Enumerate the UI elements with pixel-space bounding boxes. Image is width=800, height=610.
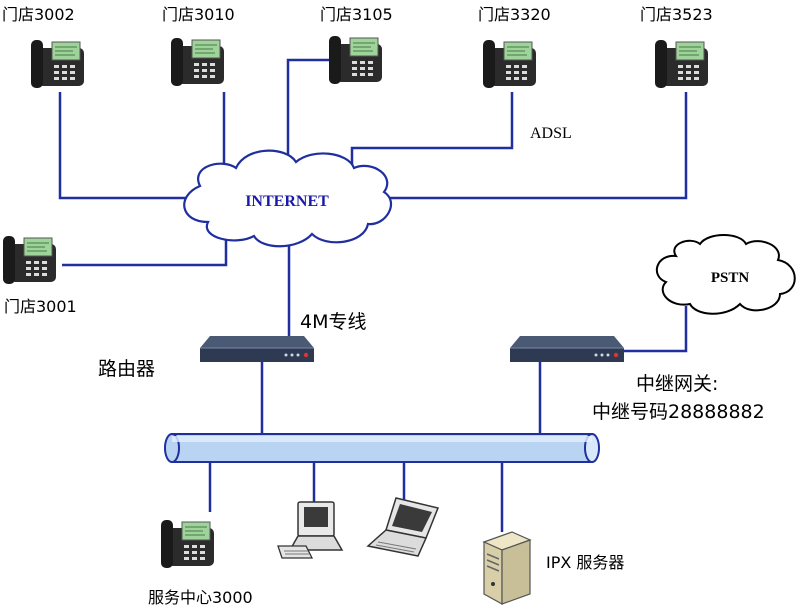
pstn-cloud: PSTN [655,234,796,315]
adsl-label: ADSL [530,125,572,142]
store-3320-label: 门店3320 [478,5,551,24]
store-3105-label: 门店3105 [320,5,393,24]
trunk-gateway-device [509,335,625,363]
router-device [199,335,315,363]
service-center-label: 服务中心3000 [148,588,253,607]
desktop-computer-icon [277,501,344,559]
store-3002-label: 门店3002 [2,5,75,24]
router-label: 路由器 [98,358,155,380]
ipx-server-label: IPX 服务器 [546,553,624,572]
trunk-number-label: 中继号码28888882 [592,401,765,423]
phone-icon [160,519,215,569]
leased-line-label: 4M专线 [300,311,366,333]
store-3001-label: 门店3001 [4,297,77,316]
store-3010-label: 门店3010 [162,5,235,24]
laptop-icon [366,497,440,557]
lan-bus [164,433,600,463]
phone-icon [654,39,709,89]
network-links [58,58,688,532]
phone-icon [30,39,85,89]
phone-icon [170,37,225,87]
internet-cloud: INTERNET [183,149,393,248]
phone-icon [2,235,57,285]
server-icon [482,531,532,606]
internet-label: INTERNET [245,193,329,210]
store-3523-label: 门店3523 [640,5,713,24]
phone-icon [482,39,537,89]
pstn-label: PSTN [711,270,750,286]
phone-icon [328,35,383,85]
gateway-label: 中继网关: [636,373,718,395]
